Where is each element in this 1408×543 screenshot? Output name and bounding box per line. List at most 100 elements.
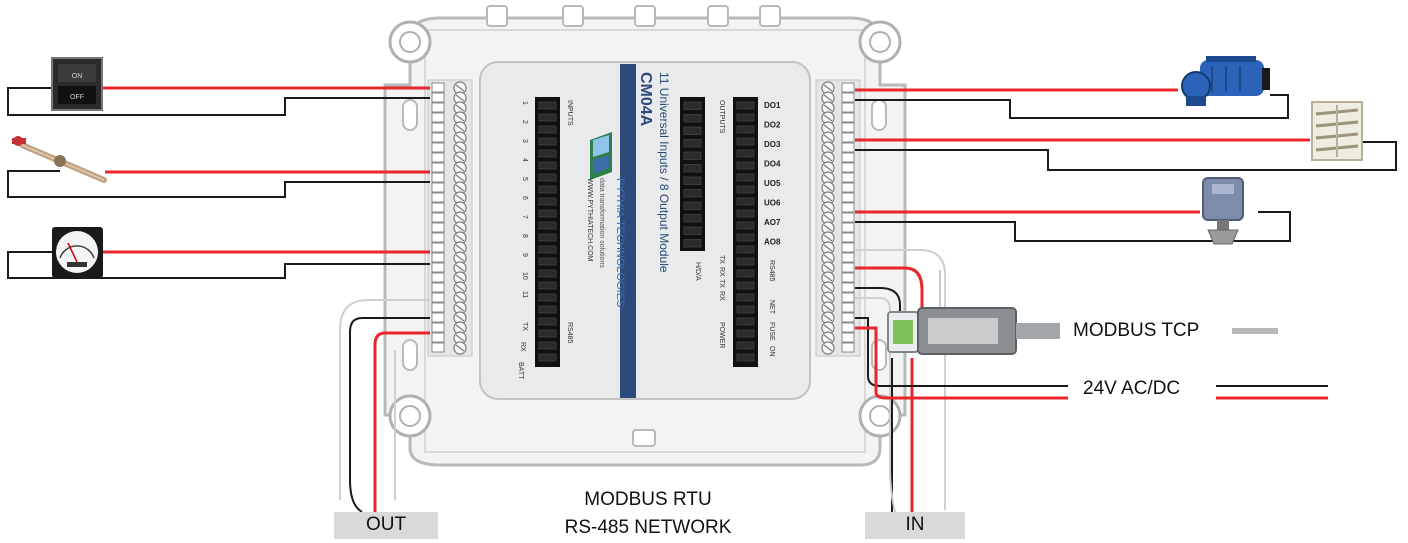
rs485-right-label: RS485 (768, 260, 775, 282)
wire-24v-black (855, 317, 1068, 387)
input-led (538, 269, 557, 278)
output-led (736, 233, 755, 242)
inputs-header: INPUTS (566, 100, 573, 126)
output-led (736, 125, 755, 134)
net-label: NET (768, 300, 775, 315)
gauge-meter-icon (52, 227, 103, 278)
input-number-label: 5 (521, 177, 528, 181)
output-led (736, 173, 755, 182)
input-number-label: 4 (521, 158, 528, 162)
input-comm-label: BATT (517, 362, 524, 380)
input-led (538, 353, 557, 362)
left-terminal (431, 271, 467, 285)
output-led (736, 113, 755, 122)
wiring (7, 86, 1397, 513)
input-led (538, 281, 557, 290)
fuse-label: FUSE (768, 322, 775, 341)
wire-rs485-out-black (349, 317, 430, 513)
input-led (538, 113, 557, 122)
brand-stripe (620, 64, 636, 398)
modbus-tcp-label: MODBUS TCP (1073, 320, 1200, 341)
input-comm-label: TX (521, 322, 528, 331)
input-led-strip (535, 97, 560, 367)
brand-website: WWW.PYTHIATECH.COM (586, 178, 593, 262)
left-terminal (431, 231, 467, 245)
switch-off-text: OFF (70, 94, 84, 101)
output-led (736, 269, 755, 278)
hoa-switch-strip (680, 97, 705, 251)
wire-actuator-black (855, 211, 1291, 242)
power-label: POWER (718, 322, 725, 348)
input-led (538, 257, 557, 266)
rs485-right-pin-label: RX (718, 291, 725, 301)
output-channel-label: UO6 (764, 199, 781, 208)
left-terminal-block (427, 79, 473, 357)
power-supply-label: 24V AC/DC (1083, 378, 1181, 399)
output-channel-label: DO2 (764, 121, 781, 130)
right-terminal (821, 221, 855, 235)
input-number-label: 8 (521, 234, 528, 238)
input-led (538, 341, 557, 350)
right-terminal-block (815, 79, 861, 357)
right-terminal (821, 201, 855, 215)
wire-rs485-in-black (855, 287, 901, 512)
hoa-switch (683, 164, 702, 173)
hoa-switch (683, 226, 702, 235)
hoa-switch (683, 139, 702, 148)
output-channel-label: DO3 (764, 140, 781, 149)
input-led (538, 293, 557, 302)
mounting-hole-tl (388, 20, 432, 64)
rs485-right-pin-label: TX (718, 255, 725, 264)
output-channel-label: AO7 (764, 218, 781, 227)
input-number-label: 9 (521, 253, 528, 257)
input-led (538, 221, 557, 230)
output-channel-label: AO8 (764, 238, 781, 247)
mounting-hole-br (858, 394, 902, 438)
input-led (538, 137, 557, 146)
left-terminal (431, 151, 467, 165)
mounting-hole-bl (388, 394, 432, 438)
right-terminal (821, 81, 855, 95)
left-terminal (431, 241, 467, 255)
output-led (736, 317, 755, 326)
in-port-tag: IN (865, 512, 965, 539)
right-terminal (821, 241, 855, 255)
hoa-switch (683, 214, 702, 223)
input-led (538, 245, 557, 254)
hoa-switch (683, 201, 702, 210)
damper-grille-icon (1311, 101, 1363, 161)
input-comm-label: RX (519, 342, 526, 352)
input-number-label: 11 (521, 291, 528, 298)
rs485-left-label: RS485 (566, 322, 573, 344)
left-terminal (431, 341, 467, 355)
left-terminal (431, 201, 467, 215)
brand-name: PYTHIA TECHNOLOGIES (614, 178, 626, 307)
pythia-logo-icon (590, 132, 612, 180)
right-terminal (821, 171, 855, 185)
hoa-switch (683, 114, 702, 123)
input-number-label: 1 (521, 101, 528, 105)
wire-24v-red (855, 326, 1068, 400)
input-number-label: 3 (521, 139, 528, 143)
output-led (736, 185, 755, 194)
ethernet-plug-icon (887, 307, 1060, 355)
output-led (736, 137, 755, 146)
input-led (538, 233, 557, 242)
output-led (736, 281, 755, 290)
switch-on-text: ON (72, 73, 83, 80)
output-led (736, 305, 755, 314)
out-port-tag: OUT (334, 512, 438, 539)
hoa-switch (683, 176, 702, 185)
input-led (538, 149, 557, 158)
input-led (538, 101, 557, 110)
left-terminal (431, 141, 467, 155)
output-led (736, 329, 755, 338)
input-led (538, 317, 557, 326)
rs485-right-pin-label: RX (718, 267, 725, 277)
input-led (538, 173, 557, 182)
left-terminal (431, 331, 467, 345)
temperature-sensor-icon (12, 136, 107, 183)
right-terminal (821, 191, 855, 205)
input-led (538, 125, 557, 134)
